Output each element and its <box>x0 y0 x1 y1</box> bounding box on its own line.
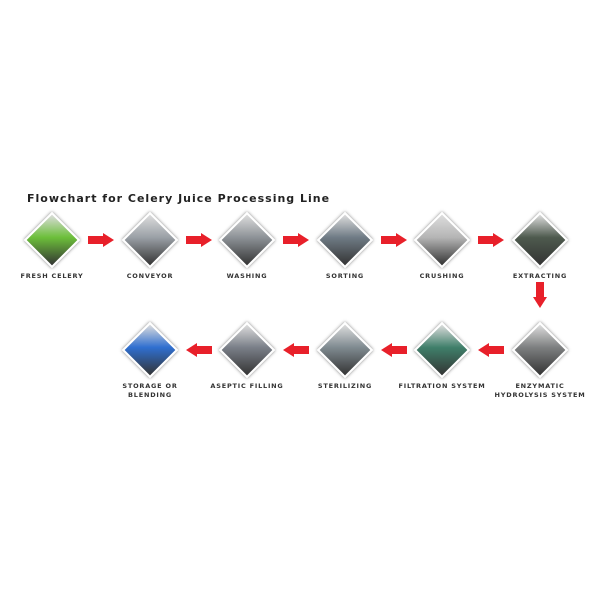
step-image <box>413 211 471 269</box>
step-label: EXTRACTING <box>512 272 568 280</box>
step-label: FRESH CELERY <box>20 272 84 280</box>
flowchart-title: Flowchart for Celery Juice Processing Li… <box>27 192 331 205</box>
step-label: STORAGE OR BLENDING <box>122 382 178 399</box>
flow-arrow-icon <box>185 233 212 247</box>
flow-arrow-icon <box>283 233 309 247</box>
step-image <box>121 321 179 379</box>
step-label: WASHING <box>226 272 268 280</box>
flow-arrow-icon <box>478 233 504 247</box>
step-label: STERILIZING <box>317 382 373 390</box>
flow-arrow-icon <box>283 343 309 357</box>
flow-arrow-icon <box>380 233 407 247</box>
step-label: ASEPTIC FILLING <box>210 382 284 390</box>
step-image <box>23 211 81 269</box>
step-image <box>413 321 471 379</box>
step-image <box>218 211 276 269</box>
step-image <box>511 321 569 379</box>
step-label: FILTRATION SYSTEM <box>398 382 486 390</box>
flow-arrow-icon <box>88 233 114 247</box>
step-image <box>218 321 276 379</box>
step-label: CRUSHING <box>419 272 465 280</box>
step-image <box>316 211 374 269</box>
step-image <box>316 321 374 379</box>
step-label: SORTING <box>325 272 365 280</box>
step-label: CONVEYOR <box>126 272 174 280</box>
flow-arrow-icon <box>380 343 407 357</box>
flow-arrow-icon <box>533 282 547 308</box>
flow-arrow-icon <box>185 343 212 357</box>
flow-arrow-icon <box>478 343 504 357</box>
step-image <box>121 211 179 269</box>
step-image <box>511 211 569 269</box>
step-label: ENZYMATIC HYDROLYSIS SYSTEM <box>494 382 586 399</box>
